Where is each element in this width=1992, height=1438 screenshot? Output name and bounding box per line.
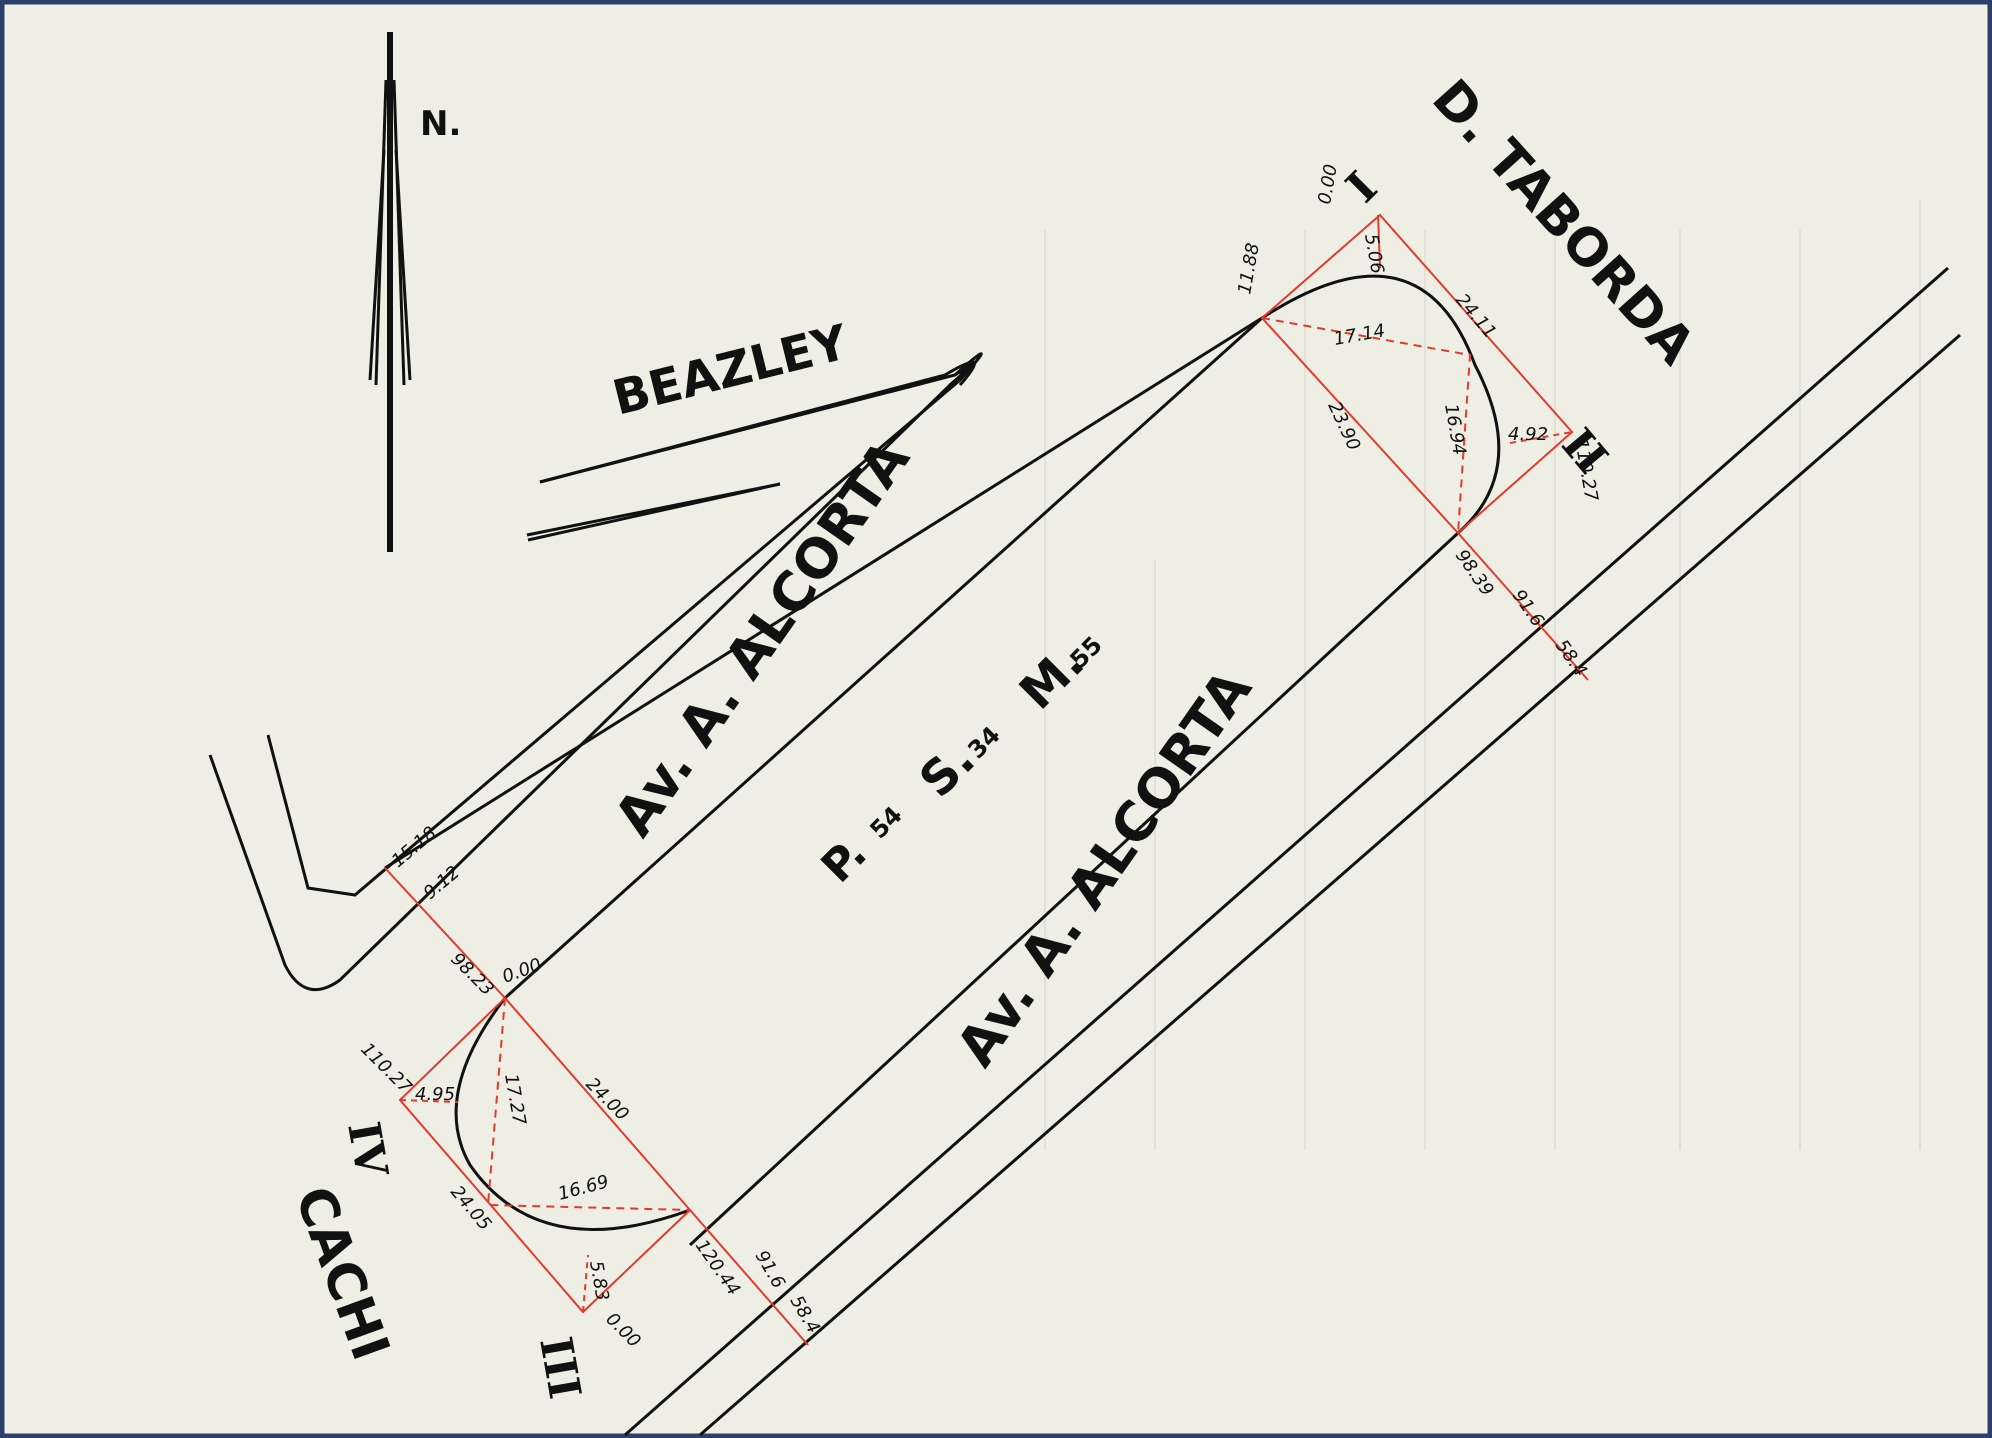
sw-curve <box>454 997 691 1232</box>
ne-dim-7: 4.92 <box>1508 424 1548 445</box>
street-lines <box>208 266 1961 1437</box>
avenue-edge-3 <box>699 333 1961 1437</box>
vertex-4: IV <box>337 1118 397 1182</box>
alcorta-upper-edge <box>384 316 1263 870</box>
beazley-inner <box>526 482 781 542</box>
avenue-edge-2 <box>624 266 1949 1437</box>
alcorta-lower-edge <box>503 316 1264 1000</box>
vertex-3: III <box>529 1333 590 1403</box>
survey-lines <box>384 213 1589 1346</box>
sw-dim-5: 4.95 <box>415 1084 455 1105</box>
beazley-road <box>208 360 976 991</box>
ne-curve <box>1261 274 1501 535</box>
north-arrow-icon <box>368 32 412 552</box>
avenue-edge-1 <box>688 531 1460 1247</box>
beazley-loop <box>539 360 976 484</box>
north-label: N. <box>420 104 461 144</box>
